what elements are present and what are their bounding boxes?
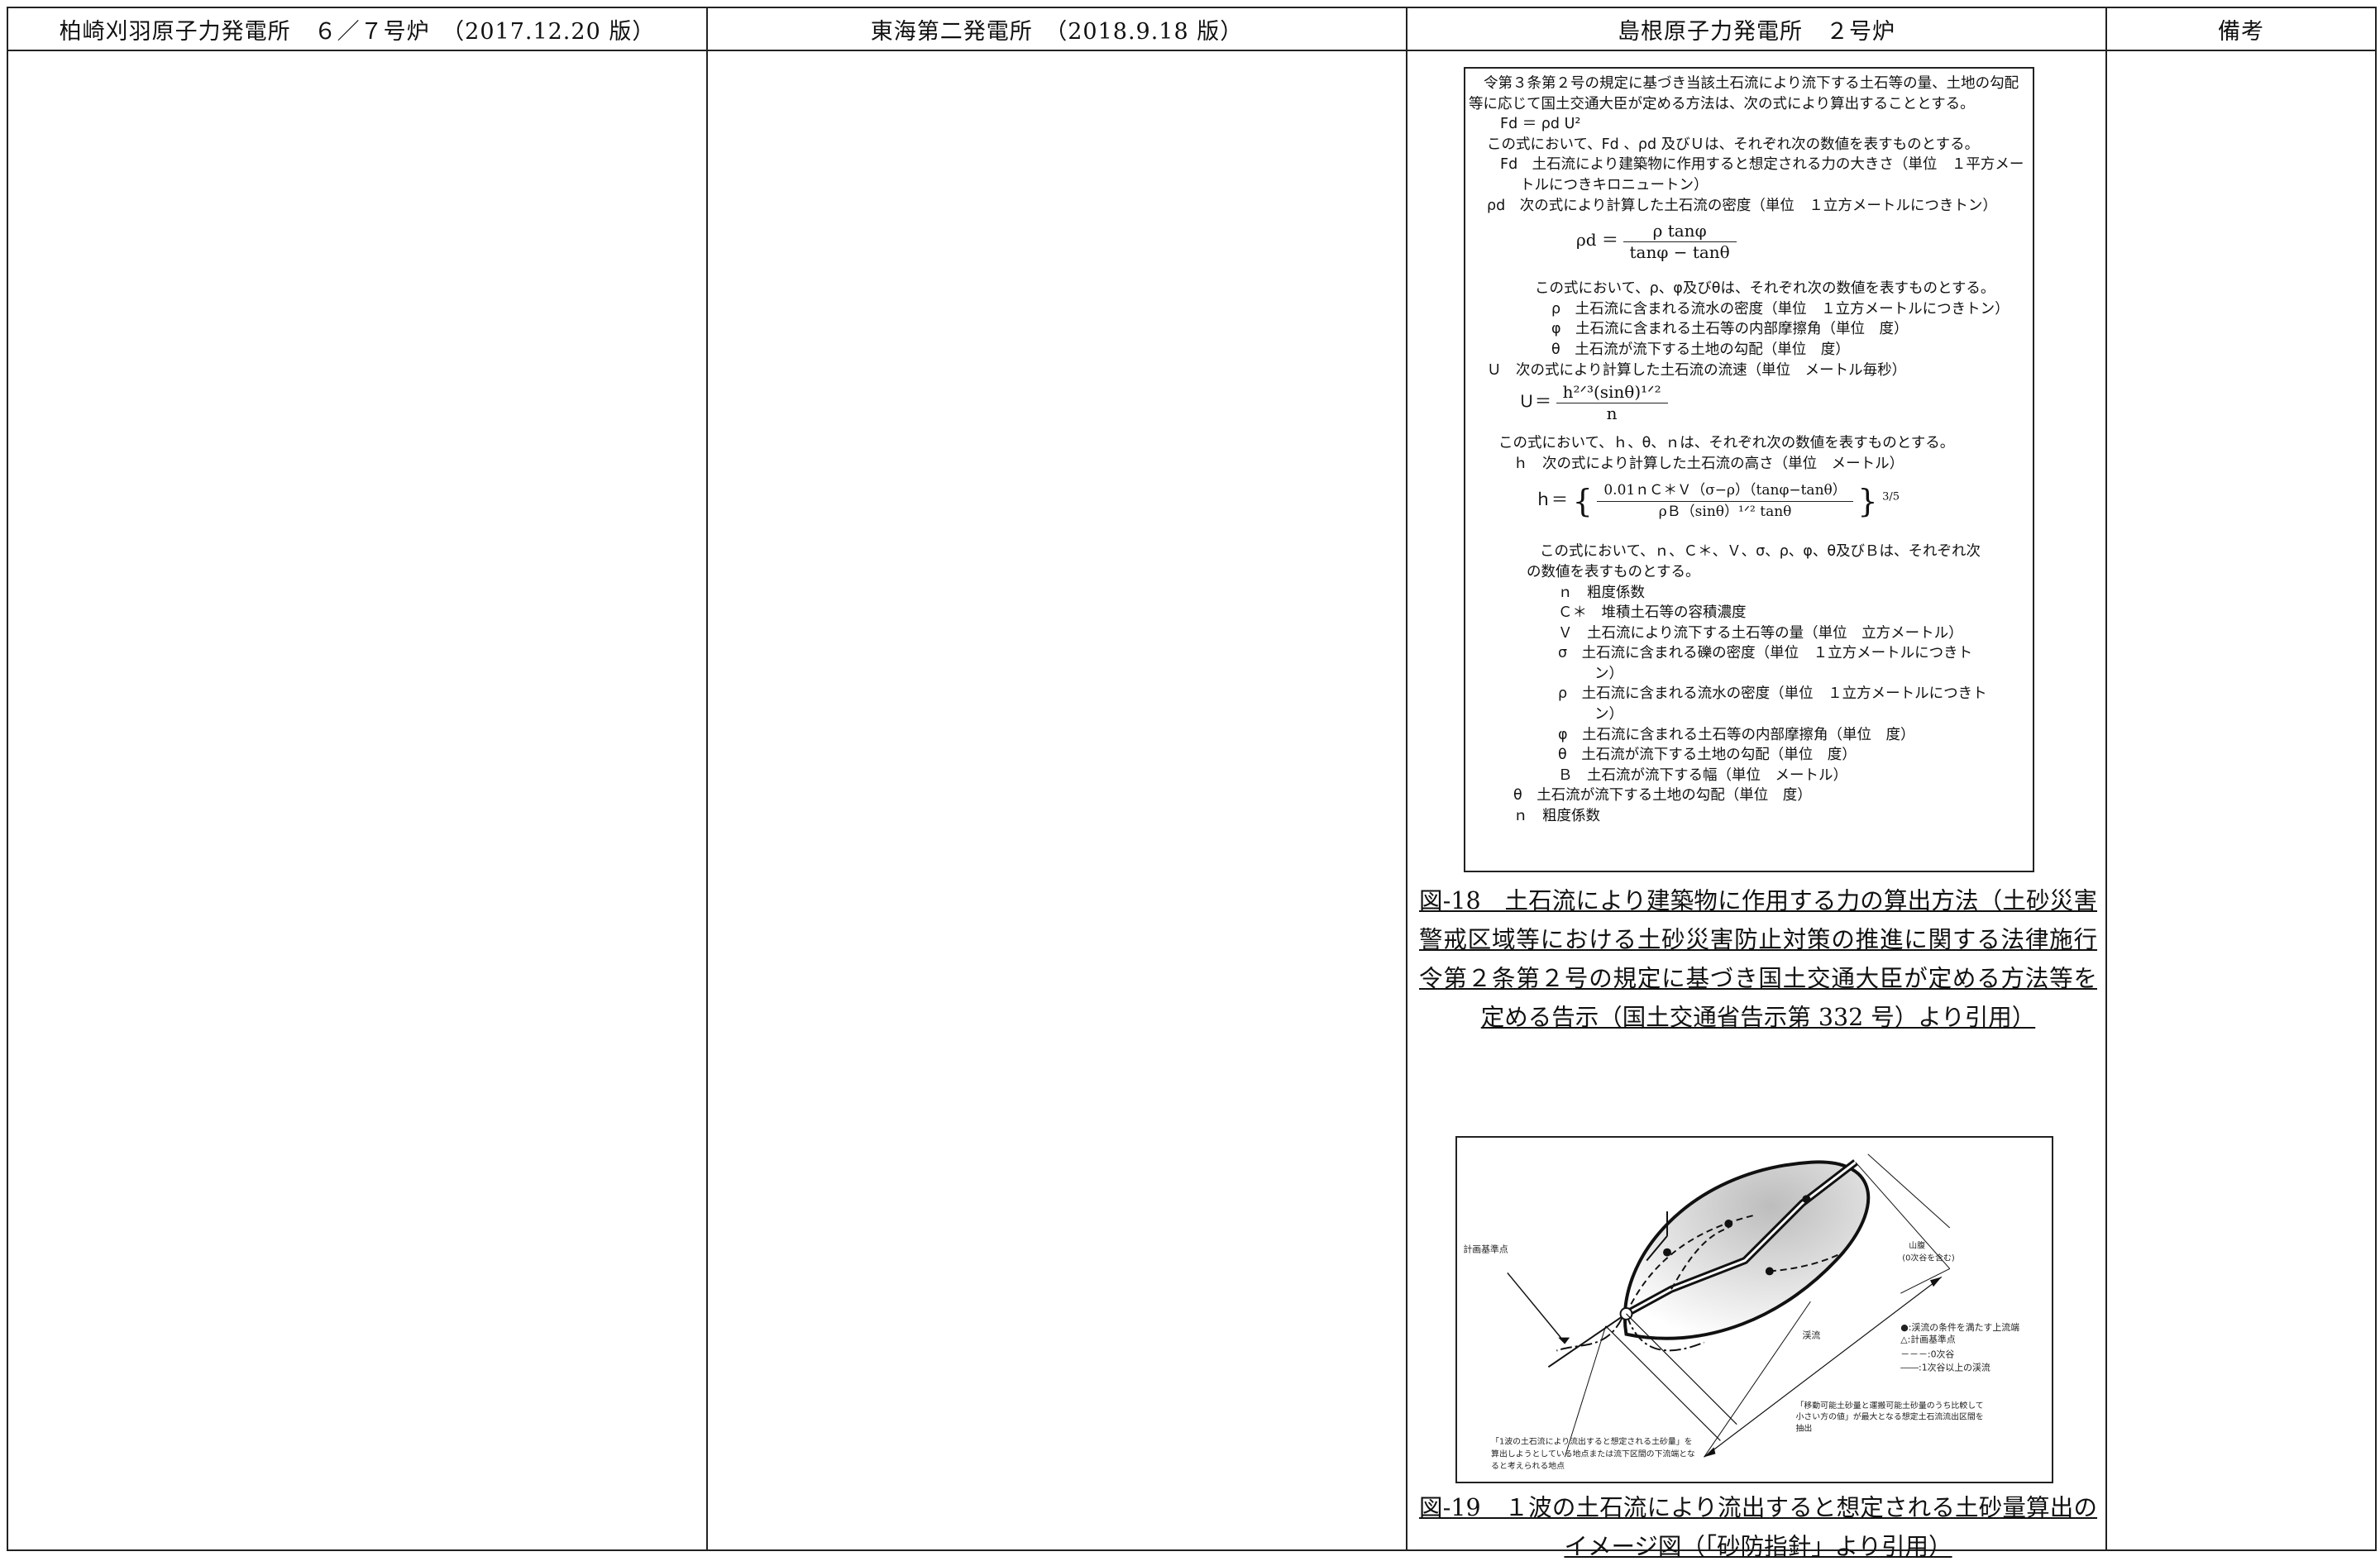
explanation-2: この式において、ρ、φ及びθは、それぞれ次の数値を表すものとする。: [1535, 280, 1995, 298]
h-fraction: 0.01ｎＣ＊Ｖ（σ−ρ）（tanφ−tanθ） ρＢ（sinθ）¹ᐟ² tan…: [1597, 480, 1853, 522]
upstream-point-4: [1802, 1195, 1811, 1204]
upstream-point-2: [1724, 1220, 1733, 1228]
cell-tokai: [706, 50, 1407, 1551]
body-row: 令第３条第２号の規定に基づき当該土石流により流下する土石等の量、土地の勾配 等に…: [7, 50, 2377, 1560]
h-lhs: ｈ＝: [1535, 489, 1568, 510]
figure-19-image: 計画基準点 山腹 (0次谷を含む) 渓流 ●:渓流の条件を満たす上流端 △:計画…: [1455, 1136, 2053, 1483]
rhod-definition: ρd 次の式により計算した土石流の密度（単位 １立方メートルにつきトン）: [1487, 197, 1997, 214]
legend-3: －－－:0次谷: [1900, 1348, 1954, 1359]
label-base: 計画基準点: [1463, 1244, 1508, 1255]
explanation-4b: の数値を表すものとする。: [1527, 563, 1700, 580]
label-slope-1: 山腹: [1909, 1240, 1925, 1251]
note-left-3: ると考えられる地点: [1491, 1460, 1565, 1471]
u-definition: Ｕ 次の式により計算した土石流の流速（単位 メートル毎秒）: [1487, 361, 1907, 379]
u-lhs: Ｕ＝: [1518, 391, 1551, 412]
intro-line-1: 令第３条第２号の規定に基づき当該土石流により流下する土石等の量、土地の勾配: [1484, 75, 2019, 92]
rhod-lhs: ρd ＝: [1576, 230, 1618, 251]
var-sigma-cont: ン）: [1594, 665, 1623, 682]
base-point-marker: [1558, 1337, 1570, 1344]
h-brace-right: }: [1857, 483, 1878, 520]
rhod-denominator: tanφ − tanθ: [1629, 241, 1730, 262]
legend-1: ●:渓流の条件を満たす上流端: [1900, 1321, 2019, 1333]
var-theta: θ 土石流が流下する土地の勾配（単位 度）: [1558, 747, 1857, 764]
var-n: ｎ 粗度係数: [1558, 584, 1645, 601]
var-v: Ｖ 土石流により流下する土石等の量（単位 立方メートル）: [1558, 624, 1963, 642]
rhod-formula: ρd ＝ ρ tanφ tanφ − tanθ: [1469, 221, 2029, 270]
h-definition: ｈ 次の式により計算した土石流の高さ（単位 メートル）: [1513, 455, 1904, 472]
theta-definition: θ 土石流が流下する土地の勾配（単位 度）: [1551, 341, 1850, 358]
cell-shimane: 令第３条第２号の規定に基づき当該土石流により流下する土石等の量、土地の勾配 等に…: [1406, 50, 2107, 1560]
var-b: Ｂ 土石流が流下する幅（単位 メートル）: [1558, 766, 1847, 784]
u-fraction: h²ᐟ³(sinθ)¹ᐟ² n: [1556, 382, 1668, 423]
n-repeat: ｎ 粗度係数: [1513, 808, 1600, 825]
note-right-3: 抽出: [1796, 1423, 1813, 1434]
upstream-point-1: [1663, 1248, 1671, 1257]
explanation-4a: この式において、ｎ、Ｃ＊、Ｖ、σ、ρ、φ、θ及びＢは、それぞれ次: [1540, 543, 1981, 561]
note-left-1: 「1波の土石流により流出すると想定される土砂量」を: [1491, 1435, 1692, 1446]
header-tokai: 東海第二発電所 （2018.9.18 版）: [706, 7, 1407, 51]
cell-kashiwazaki: [7, 50, 708, 1551]
var-sigma: σ 土石流に含まれる礫の密度（単位 １立方メートルにつきト: [1558, 645, 1973, 662]
note-right-1: 「移動可能土砂量と運搬可能土砂量のうち比較して: [1796, 1400, 1984, 1411]
u-numerator: h²ᐟ³(sinθ)¹ᐟ²: [1556, 382, 1668, 403]
var-c: Ｃ＊ 堆積土石等の容積濃度: [1558, 604, 1747, 622]
h-denominator: ρＢ（sinθ）¹ᐟ² tanθ: [1658, 503, 1792, 520]
upstream-point-3: [1765, 1267, 1774, 1276]
note-left-2: 算出しようとしている地点または流下区間の下流端とな: [1491, 1448, 1695, 1459]
header-kashiwazaki: 柏崎刈羽原子力発電所 ６／７号炉 （2017.12.20 版）: [7, 7, 708, 51]
header-shimane: 島根原子力発電所 ２号炉: [1406, 7, 2107, 51]
explanation-1: この式において、Fd 、ρd 及びＵは、それぞれ次の数値を表すものとする。: [1487, 136, 1980, 153]
header-row: 柏崎刈羽原子力発電所 ６／７号炉 （2017.12.20 版） 東海第二発電所 …: [7, 7, 2377, 51]
theta-repeat: θ 土石流が流下する土地の勾配（単位 度）: [1513, 787, 1812, 804]
fd-definition-1: Fd 土石流により建築物に作用すると想定される力の大きさ（単位 １平方メー: [1500, 156, 2024, 174]
debris-flow-diagram: 計画基準点 山腹 (0次谷を含む) 渓流 ●:渓流の条件を満たす上流端 △:計画…: [1463, 1153, 2019, 1471]
rhod-fraction: ρ tanφ tanφ − tanθ: [1623, 221, 1737, 262]
u-formula: Ｕ＝ h²ᐟ³(sinθ)¹ᐟ² n: [1469, 382, 2029, 433]
fd-definition-2: トルにつきキロニュートン）: [1520, 176, 1709, 193]
h-formula: ｈ＝ { 0.01ｎＣ＊Ｖ（σ−ρ）（tanφ−tanθ） ρＢ（sinθ）¹ᐟ…: [1469, 480, 2029, 532]
figure-19-caption: 図-19 １波の土石流により流出すると想定される土砂量算出のイメージ図（「砂防指…: [1419, 1494, 2097, 1560]
formula-box: 令第３条第２号の規定に基づき当該土石流により流下する土石等の量、土地の勾配 等に…: [1464, 67, 2034, 872]
rhod-numerator: ρ tanφ: [1623, 221, 1737, 242]
note-right-2: 小さい方の値」が最大となる想定土石流流出区間を: [1796, 1411, 1984, 1422]
var-phi: φ 土石流に含まれる土石等の内部摩擦角（単位 度）: [1558, 726, 1915, 743]
h-numerator: 0.01ｎＣ＊Ｖ（σ−ρ）（tanφ−tanθ）: [1597, 480, 1853, 502]
legend-4: ――:1次谷以上の渓流: [1900, 1361, 1991, 1373]
label-stream: 渓流: [1802, 1330, 1820, 1341]
rho-definition: ρ 土石流に含まれる流水の密度（単位 １立方メートルにつきトン）: [1551, 300, 2010, 317]
h-exponent: 3/5: [1882, 490, 1900, 504]
equation-main: Fd ＝ ρd U²: [1500, 116, 1581, 133]
label-slope-2: (0次谷を含む): [1902, 1253, 1955, 1263]
h-brace-left: {: [1572, 483, 1593, 520]
catchment-outline: [1623, 1160, 1871, 1340]
legend-2: △:計画基準点: [1900, 1334, 1956, 1345]
explanation-3: この式において、ｈ、θ、ｎは、それぞれ次の数値を表すものとする。: [1498, 435, 1955, 452]
cell-remarks: [2105, 50, 2377, 1551]
var-rho: ρ 土石流に含まれる流水の密度（単位 １立方メートルにつきト: [1558, 685, 1987, 703]
intro-line-2: 等に応じて国土交通大臣が定める方法は、次の式により算出することとする。: [1469, 95, 1975, 112]
u-denominator: n: [1606, 403, 1618, 423]
figure-18-caption: 図-18 土石流により建築物に作用する力の算出方法（土砂災害警戒区域等における土…: [1419, 887, 2097, 1031]
var-rho-cont: ン）: [1594, 706, 1623, 723]
header-remarks: 備考: [2105, 7, 2377, 51]
comparison-table: 柏崎刈羽原子力発電所 ６／７号炉 （2017.12.20 版） 東海第二発電所 …: [7, 7, 2377, 1560]
phi-definition: φ 土石流に含まれる土石等の内部摩擦角（単位 度）: [1551, 321, 1909, 338]
